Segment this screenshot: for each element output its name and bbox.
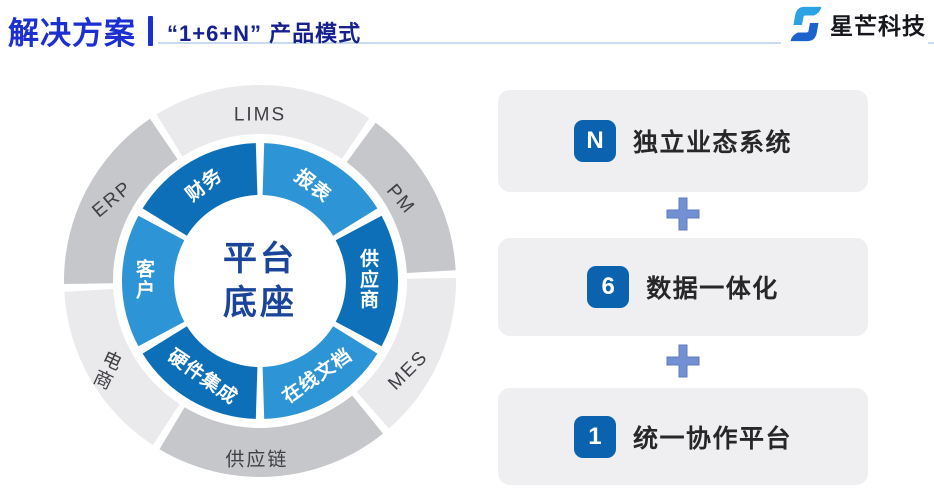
wheel-center-line1: 平台	[223, 239, 297, 278]
header-underline	[158, 42, 934, 44]
wheel-segment-reports	[262, 143, 378, 236]
wheel-segment-ecommerce	[64, 289, 180, 446]
stack-box-6: 6 数据一体化	[498, 238, 868, 336]
wheel-center-label: 平台 底座	[223, 237, 297, 325]
wheel-segment-erp	[63, 118, 178, 284]
plus-icon	[498, 344, 868, 378]
logo-icon	[790, 6, 822, 42]
stack-label-n: 独立业态系统	[632, 129, 792, 157]
wheel-segment-hardware-integration	[142, 326, 258, 419]
page-title: 解决方案	[8, 16, 136, 51]
title-divider	[148, 15, 153, 46]
stack-box-n: N 独立业态系统	[498, 90, 868, 192]
badge-n: N	[573, 120, 616, 162]
wheel-segment-finance	[142, 143, 258, 236]
logo: 星芒科技	[781, 5, 928, 45]
product-stack: N 独立业态系统 6 数据一体化 1 统一协作平台	[498, 0, 868, 500]
wheel-segment-supply-chain	[159, 395, 383, 477]
stack-box-1: 1 统一协作平台	[498, 388, 868, 485]
wheel-segment-suppliers	[335, 215, 399, 347]
wheel-segment-customers	[121, 215, 185, 347]
plus-icon	[498, 197, 868, 231]
stack-label-6: 数据一体化	[646, 275, 779, 303]
wheel-center-line2: 底座	[223, 284, 297, 322]
wheel-label-customers: 客 户	[135, 259, 157, 301]
badge-1: 1	[573, 415, 616, 458]
wheel-segment-mes	[356, 278, 457, 429]
slide-header: 解决方案 “1+6+N” 产品模式	[8, 8, 361, 53]
wheel-segment-online-docs	[262, 326, 378, 419]
wheel-rings	[63, 84, 457, 477]
logo-text: 星芒科技	[830, 13, 926, 39]
wheel-segment-pm	[346, 122, 456, 273]
badge-6: 6	[587, 266, 630, 308]
wheel-label-suppliers: 供 应 商	[359, 249, 381, 312]
wheel-segment-lims	[156, 84, 370, 159]
wheel-label-lims: LIMS	[233, 104, 287, 126]
page-subtitle: “1+6+N” 产品模式	[167, 21, 362, 46]
wheel-label-supply-chain: 供应链	[225, 449, 289, 471]
stack-label-1: 统一协作平台	[632, 424, 792, 453]
